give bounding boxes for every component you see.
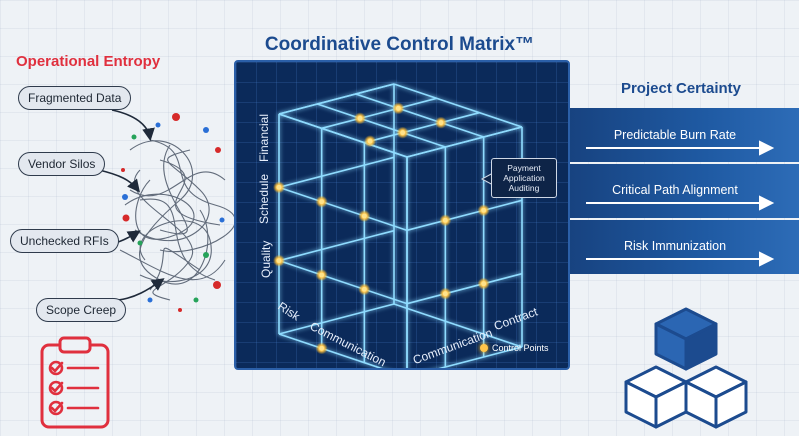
control-point-core: [438, 120, 444, 126]
certainty-heading: Project Certainty: [620, 80, 742, 97]
diagram-title: Coordinative Control Matrix™: [264, 34, 535, 55]
cube-grid-line: [321, 97, 437, 130]
cube-grid-line: [278, 113, 408, 158]
axis-label-quality: Quality: [259, 240, 273, 278]
cube-grid-line: [278, 229, 395, 262]
callout-line-3: Auditing: [508, 183, 540, 193]
entropy-item-unchecked-rfis: Unchecked RFIs: [10, 229, 119, 253]
cube-grid-line: [278, 333, 383, 368]
entropy-heading: Operational Entropy: [16, 53, 161, 70]
legend-label: Control Points: [492, 343, 549, 353]
entropy-item-vendor-silos: Vendor Silos: [18, 152, 106, 176]
clipboard-checklist-icon: [40, 336, 110, 429]
outcome-arrows: [586, 140, 775, 267]
entropy-tangle: [97, 109, 236, 312]
outcome-critical-path-alignment: Critical Path Alignment: [612, 183, 738, 197]
control-point-core: [442, 291, 448, 297]
control-points-legend: Control Points: [480, 343, 549, 353]
control-point-core: [442, 217, 448, 223]
control-point-core: [481, 281, 487, 287]
outcome-risk-immunization: Risk Immunization: [623, 239, 727, 253]
entropy-item-scope-creep: Scope Creep: [36, 298, 127, 322]
outcome-predictable-burn-rate: Predictable Burn Rate: [613, 128, 737, 142]
cube-grid-line: [406, 199, 523, 232]
control-point-core: [319, 199, 325, 205]
control-matrix-panel: [234, 60, 570, 370]
control-point-core: [400, 130, 406, 136]
cube-grid-line: [406, 126, 523, 158]
cube-grid-line: [278, 259, 408, 305]
cube-grid-line: [438, 346, 523, 368]
cube-grid-line: [406, 272, 523, 305]
control-point-core: [319, 272, 325, 278]
axis-label-schedule: Schedule: [257, 173, 271, 224]
callout-line-1: Payment: [507, 163, 541, 173]
control-point-core: [395, 105, 401, 111]
control-point-core: [276, 184, 282, 190]
cube-grid-line: [364, 111, 480, 144]
control-point-core: [361, 213, 367, 219]
control-point-core: [361, 286, 367, 292]
payment-application-auditing-callout: Payment Application Auditing: [491, 158, 557, 198]
cube-grid-line: [278, 303, 395, 335]
control-point-core: [367, 138, 373, 144]
control-point-core: [357, 115, 363, 121]
control-point-core: [276, 258, 282, 264]
control-point-legend-icon: [480, 344, 488, 352]
entropy-item-fragmented-data: Fragmented Data: [18, 86, 132, 110]
cube-grid-line: [278, 83, 395, 115]
cube-grid-line: [393, 83, 523, 128]
cube-grid-line: [317, 103, 446, 148]
cube-grid-line: [393, 303, 523, 348]
stacked-cubes-icon: [624, 307, 748, 429]
control-point-core: [481, 207, 487, 213]
cube-grid-line: [278, 186, 408, 232]
cube-grid-line: [278, 156, 395, 189]
cube-grid-line: [355, 93, 484, 138]
axis-label-financial: Financial: [257, 113, 271, 162]
callout-line-2: Application: [503, 173, 545, 183]
control-point-core: [319, 345, 325, 351]
